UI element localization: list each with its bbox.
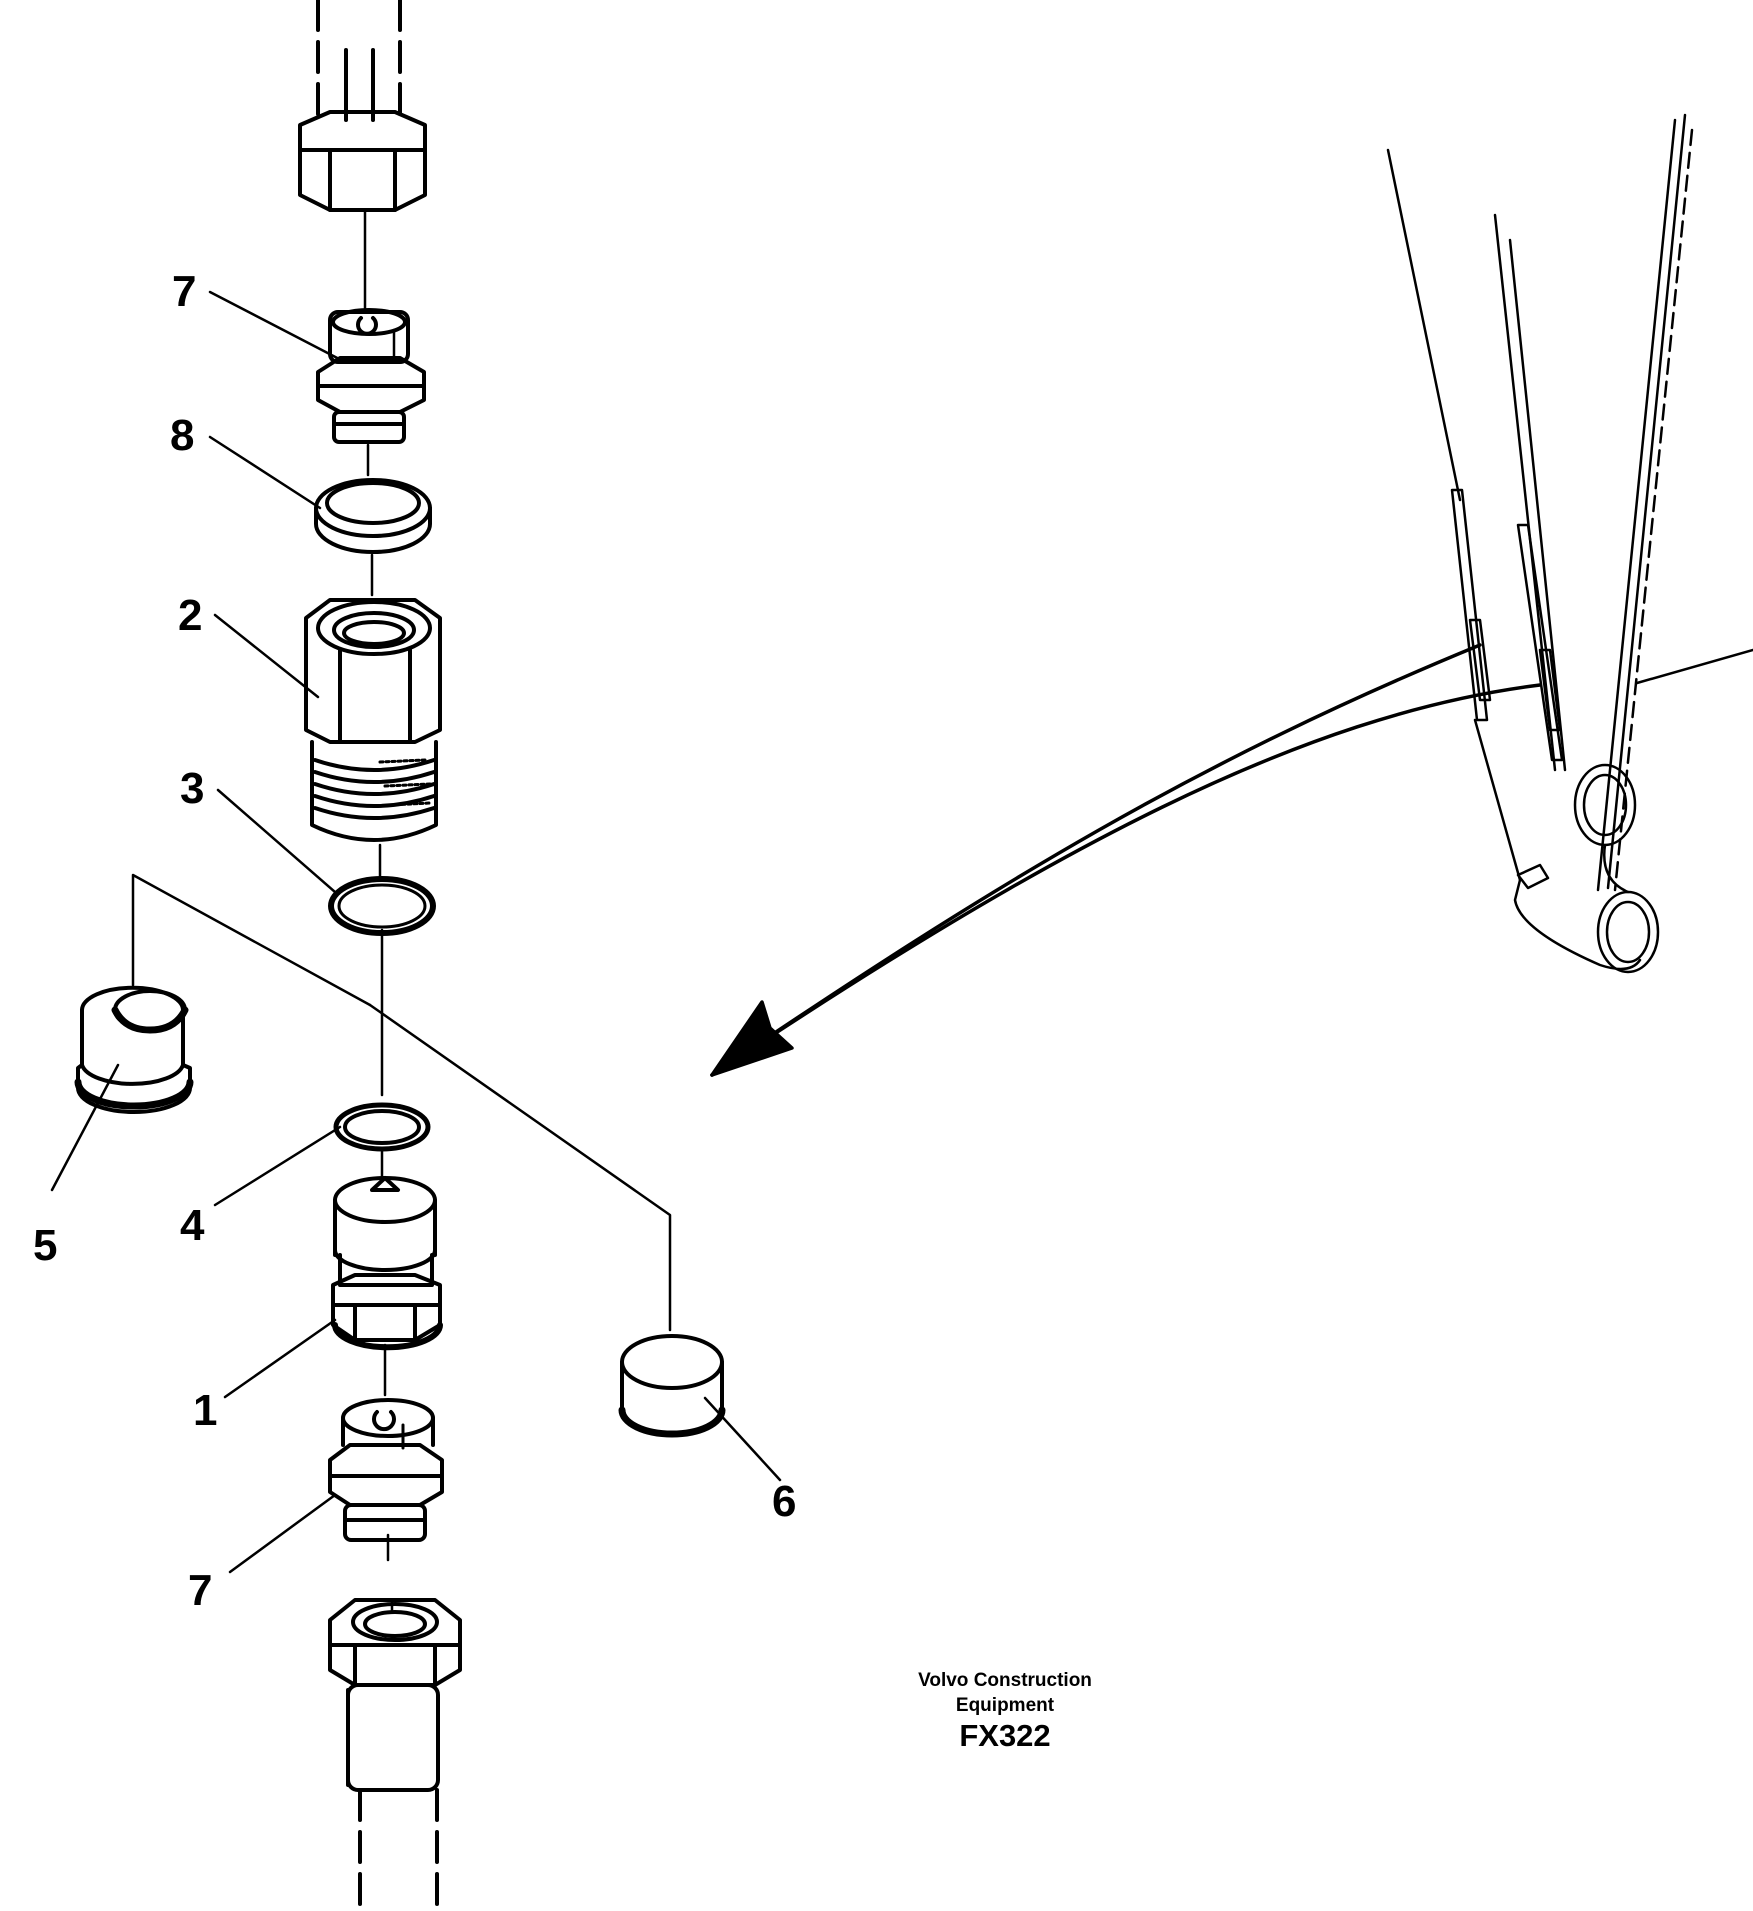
top-hose-nut bbox=[298, 110, 427, 212]
dust-cap bbox=[74, 985, 194, 1114]
arrow-to-exploded-view[interactable] bbox=[710, 643, 1542, 1077]
callout-7-bottom: 7 bbox=[188, 1566, 212, 1615]
credit-line-2: Equipment bbox=[955, 1695, 1055, 1716]
protective-cap bbox=[618, 1334, 726, 1438]
o-ring-small bbox=[333, 1102, 431, 1152]
figure-code: FX322 bbox=[959, 1718, 1051, 1753]
callout-7-top: 7 bbox=[172, 267, 196, 316]
top-hose bbox=[316, 0, 402, 122]
adapter-fitting-bottom bbox=[328, 1398, 444, 1542]
sealing-ring bbox=[314, 478, 432, 554]
credit-line-1: Volvo Construction bbox=[918, 1670, 1092, 1691]
callout-2: 2 bbox=[178, 591, 202, 640]
callout-1: 1 bbox=[193, 1386, 217, 1435]
callout-4: 4 bbox=[180, 1201, 205, 1250]
callout-5: 5 bbox=[33, 1221, 57, 1270]
callout-6: 6 bbox=[772, 1477, 796, 1526]
kit-bracket-lines bbox=[131, 873, 672, 1332]
callout-8: 8 bbox=[170, 411, 194, 460]
publisher-credit: Volvo Construction Equipment FX322 bbox=[880, 1668, 1130, 1754]
bottom-hose bbox=[358, 1788, 439, 1911]
machine-attachment bbox=[1386, 113, 1753, 974]
coupling-sleeve bbox=[304, 598, 442, 842]
adapter-fitting-top bbox=[316, 308, 426, 444]
coupling-plug bbox=[331, 1176, 443, 1351]
leader-lines bbox=[50, 290, 782, 1574]
o-ring-large bbox=[328, 876, 436, 936]
callout-3: 3 bbox=[180, 764, 204, 813]
bottom-hose-nut bbox=[328, 1598, 462, 1792]
